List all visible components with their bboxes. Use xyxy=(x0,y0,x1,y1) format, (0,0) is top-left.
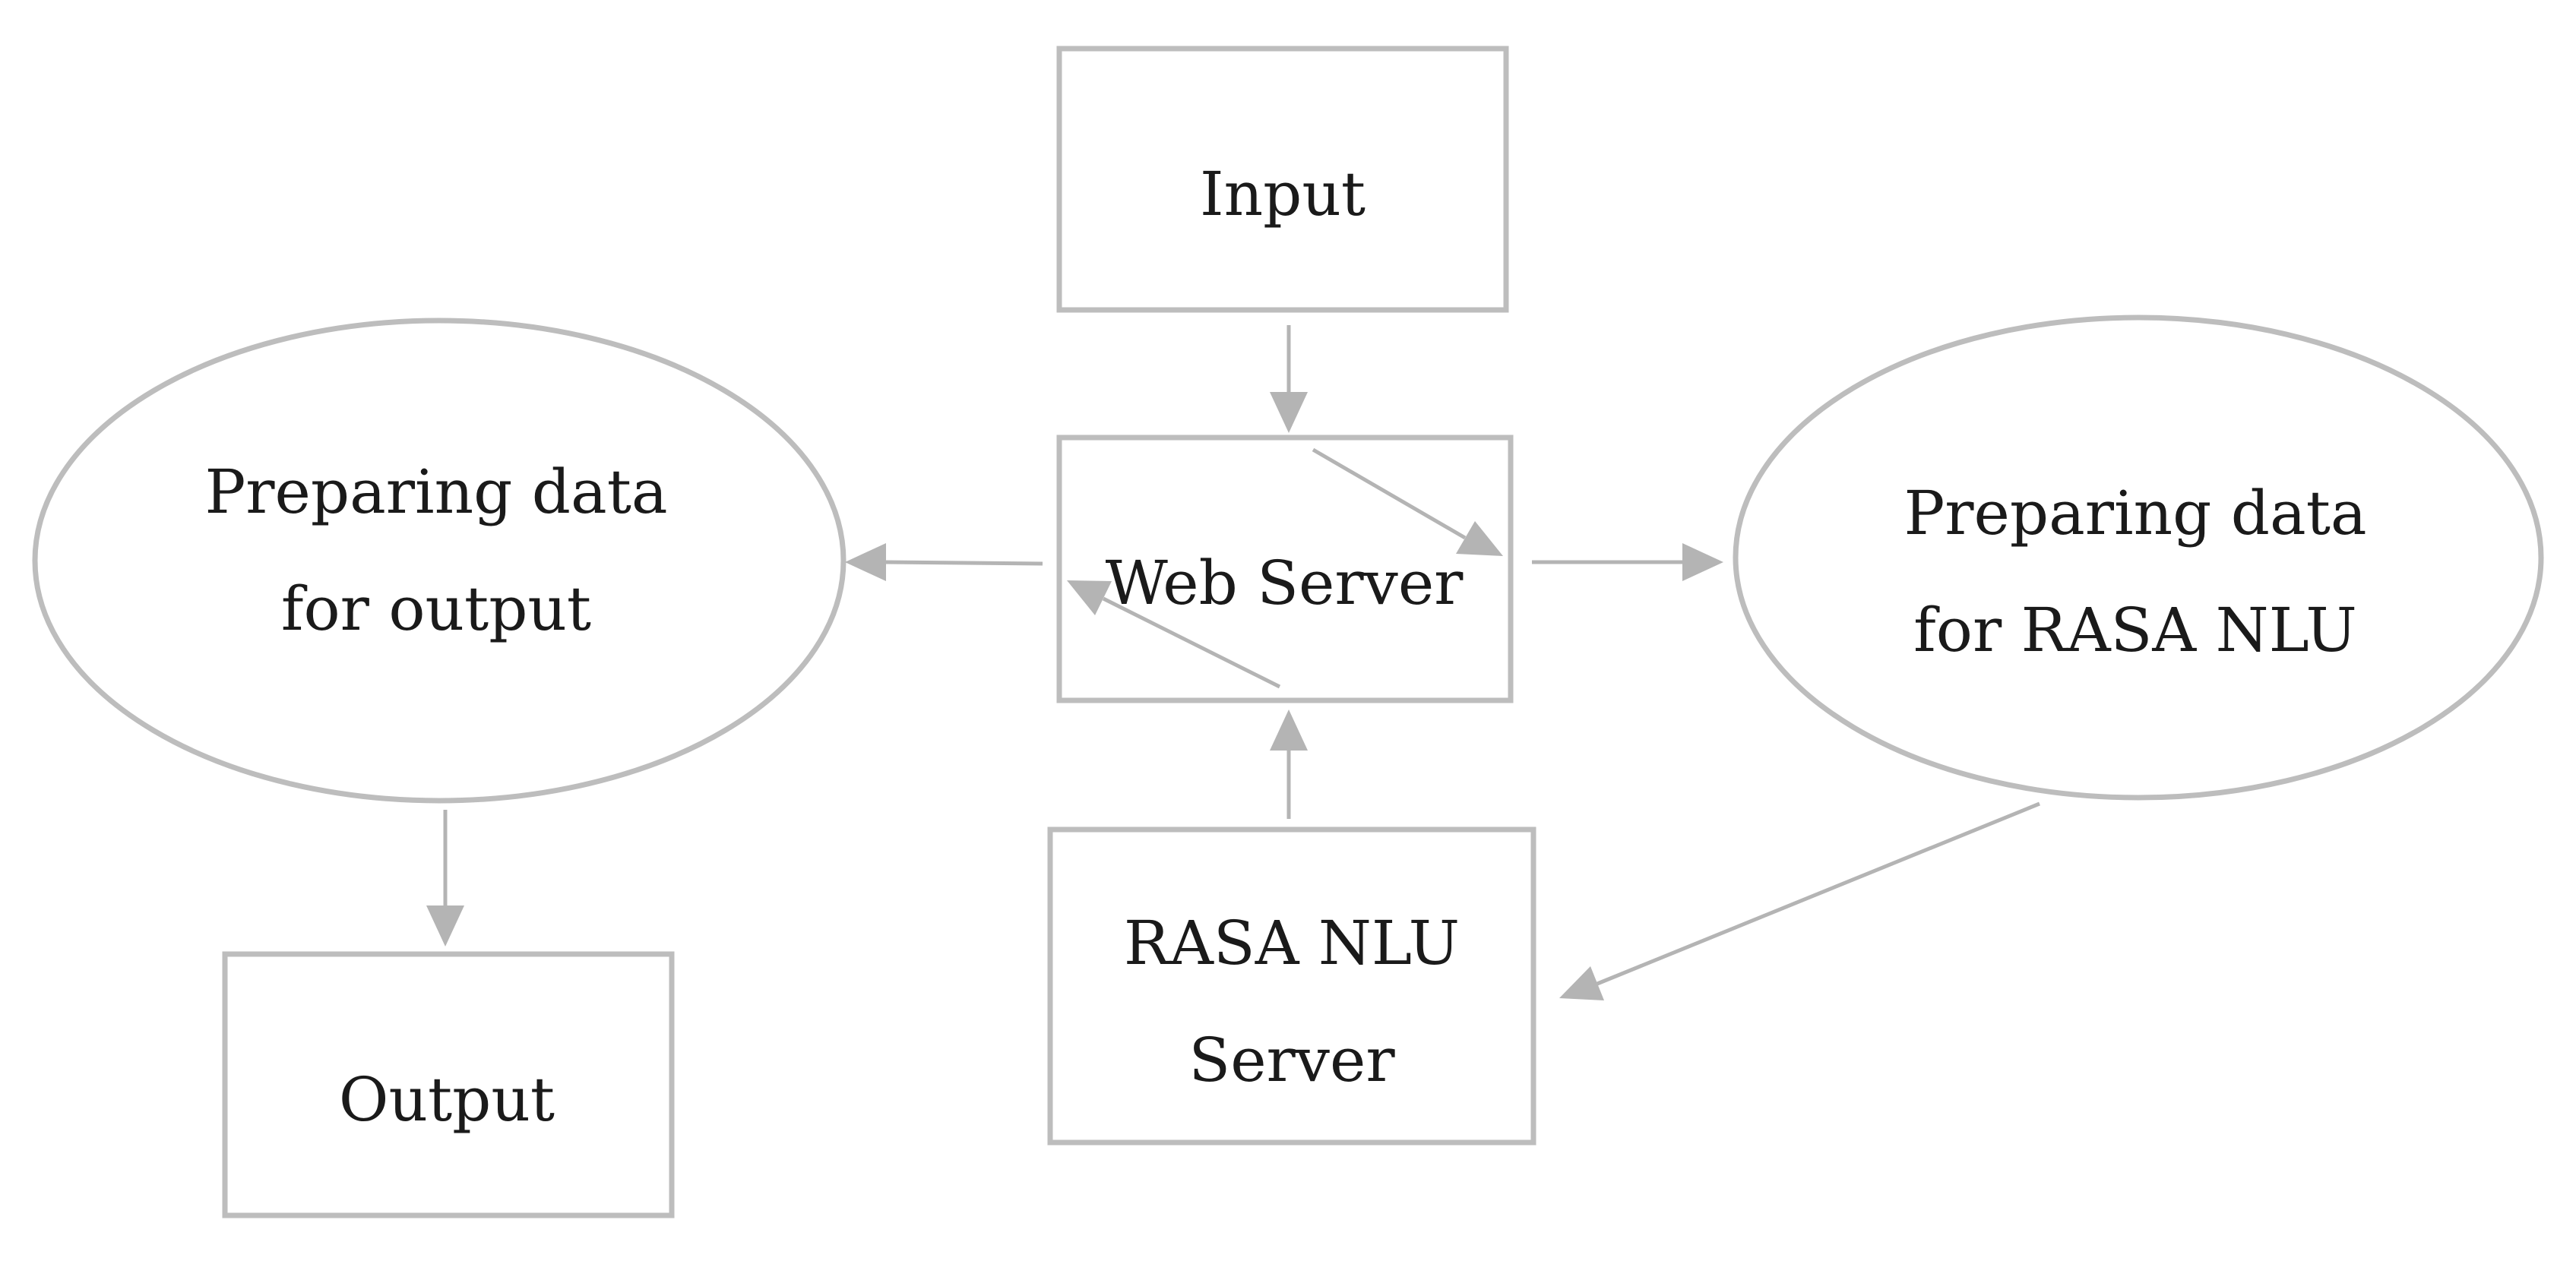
node-prep-rasa: Preparing data for RASA NLU xyxy=(1733,314,2544,801)
edge-web-server-to-prep-output xyxy=(845,543,1043,581)
input-box xyxy=(1056,46,1509,313)
node-rasa-server: RASA NLU Server xyxy=(1047,826,1536,1146)
edge-prep-output-to-output xyxy=(426,810,464,947)
web-server-box xyxy=(1056,435,1514,703)
input-label: Input xyxy=(1200,159,1366,229)
node-output: Output xyxy=(222,951,675,1218)
node-web-server: Web Server xyxy=(1056,435,1514,703)
edge-input-to-web-server xyxy=(1270,325,1308,433)
edge-rasa-server-to-web-server xyxy=(1270,710,1308,819)
prep-rasa-label-line2: for RASA NLU xyxy=(1913,595,2357,665)
edge-web-server-to-prep-rasa xyxy=(1312,447,1503,556)
rasa-server-box xyxy=(1047,826,1536,1146)
node-prep-output: Preparing data for output xyxy=(32,318,847,804)
web-server-label: Web Server xyxy=(1106,548,1464,618)
rasa-server-label-line2: Server xyxy=(1188,1025,1395,1095)
node-input: Input xyxy=(1056,46,1509,313)
prep-output-ellipse xyxy=(32,318,847,804)
rasa-server-label-line1: RASA NLU xyxy=(1124,908,1460,978)
output-box xyxy=(222,951,675,1218)
prep-output-label-line1: Preparing data xyxy=(204,457,667,527)
prep-output-label-line2: for output xyxy=(281,574,591,644)
edge-web-server-right-to-prep-rasa xyxy=(1532,543,1723,581)
edge-web-server-back-to-prep-output xyxy=(1067,580,1281,689)
edge-prep-rasa-to-rasa-server xyxy=(1559,801,2040,1000)
output-label: Output xyxy=(339,1064,555,1135)
prep-rasa-ellipse xyxy=(1733,314,2544,801)
prep-rasa-label-line1: Preparing data xyxy=(1904,478,2366,548)
